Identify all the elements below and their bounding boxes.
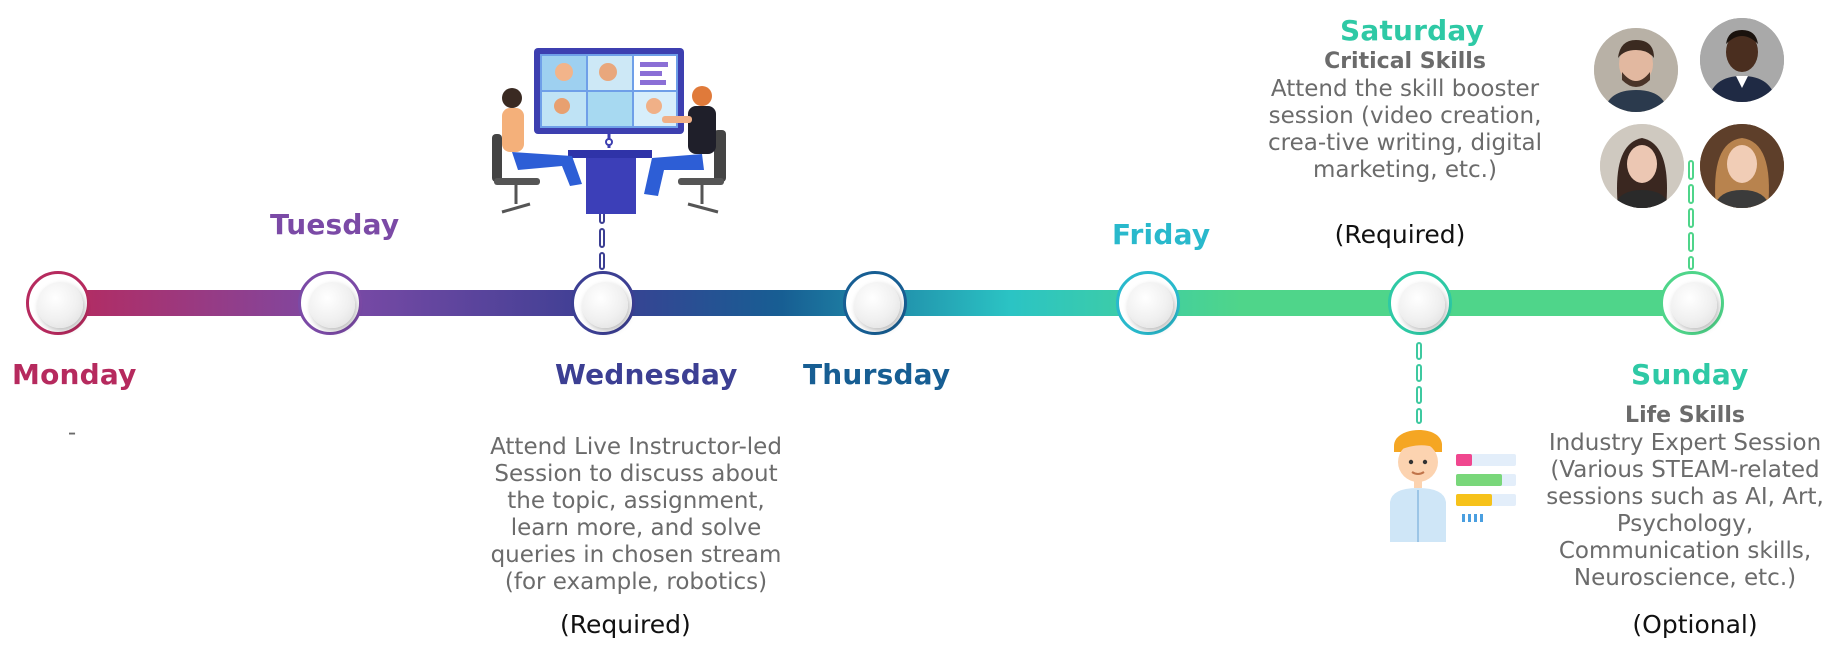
day-label-tuesday: Tuesday: [270, 208, 400, 241]
day-label-wednesday: Wednesday: [555, 358, 738, 391]
live-session-illustration: [492, 48, 726, 214]
node-saturday: [1388, 271, 1452, 335]
node-sunday: [1660, 271, 1724, 335]
node-thursday: [843, 271, 907, 335]
expert-avatar-3: [1600, 124, 1684, 208]
sunday-heading: Life Skills: [1625, 403, 1745, 428]
day-label-sunday: Sunday: [1631, 358, 1749, 391]
expert-avatar-2: [1700, 18, 1784, 102]
day-label-monday: Monday: [12, 358, 137, 391]
saturday-tag: (Required): [1334, 220, 1466, 249]
node-wednesday: [571, 271, 635, 335]
expert-avatar-4: [1700, 124, 1784, 208]
saturday-description: Attend the skill booster session (video …: [1268, 76, 1542, 183]
day-label-thursday: Thursday: [803, 358, 951, 391]
sunday-description: Industry Expert Session (Various STEAM-r…: [1546, 430, 1824, 591]
monday-note: -: [67, 420, 77, 446]
day-label-saturday: Saturday: [1340, 14, 1485, 47]
node-monday: [26, 271, 90, 335]
saturday-heading: Critical Skills: [1324, 49, 1486, 74]
sunday-tag: (Optional): [1632, 610, 1758, 639]
skill-booster-illustration: [1390, 429, 1516, 542]
wednesday-tag: (Required): [560, 610, 691, 639]
expert-avatar-1: [1594, 28, 1678, 112]
node-friday: [1116, 271, 1180, 335]
day-label-friday: Friday: [1112, 218, 1211, 251]
node-tuesday: [298, 271, 362, 335]
wednesday-description: Attend Live Instructor-led Session to di…: [490, 434, 782, 595]
